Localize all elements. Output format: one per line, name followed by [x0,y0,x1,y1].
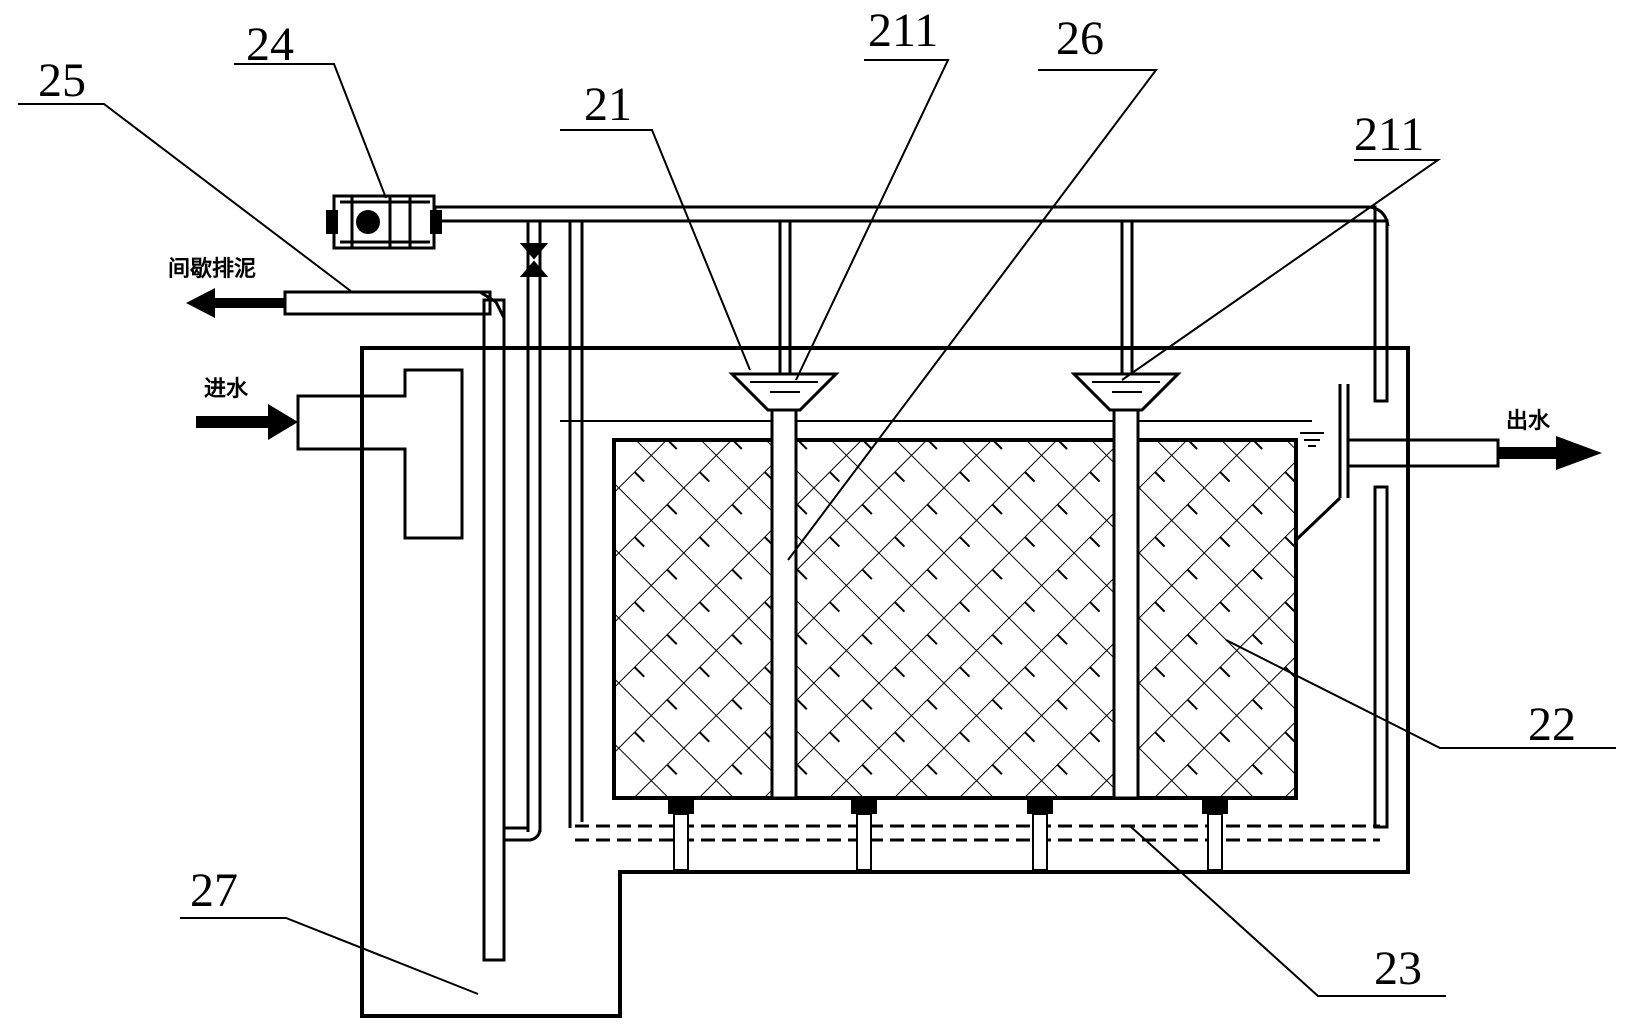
label-25: 25 [38,54,86,107]
media-block-cross [614,440,1296,798]
center-pipe-2 [1112,408,1140,800]
label-24: 24 [246,18,294,71]
air-header-pipe [433,205,1377,223]
label-21: 21 [584,78,632,131]
sludge-elbow [479,290,506,319]
right-downcomer [1373,219,1389,403]
tank-outline [360,346,1410,1018]
funnel-detail-1 [750,381,818,393]
funnel-detail-2 [1092,381,1160,393]
label-211-b: 211 [1354,108,1424,161]
outlet-arrow-icon [1498,436,1602,470]
sludge-riser-pipe [482,298,506,962]
sludge-discharge-label: 间歇排泥 [168,256,256,282]
label-22: 22 [1528,698,1576,751]
label-27: 27 [190,864,238,917]
sludge-outflow-arrow [186,288,285,318]
outlet-label: 出水 [1506,409,1551,434]
right-downcomer-lower [1373,485,1389,829]
water-level-symbol [1300,432,1324,447]
outlet-baffle [1294,496,1342,542]
center-pipe-1 [770,408,798,800]
air-header-elbow [1369,205,1390,227]
outlet-pipe [1346,438,1500,468]
inlet-label: 进水 [204,377,249,402]
label-26: 26 [1056,12,1104,65]
airlift-bottom-elbow [504,826,542,842]
label-23: 23 [1374,942,1422,995]
inlet-box [296,368,464,540]
inlet-arrow-icon [196,404,298,440]
blower-icon [326,194,442,250]
support-feet [668,798,1228,871]
valve-icon [519,243,549,277]
sludge-discharge-pipe [283,290,492,316]
label-211-a: 211 [868,4,938,57]
leader-lines [18,59,1616,997]
